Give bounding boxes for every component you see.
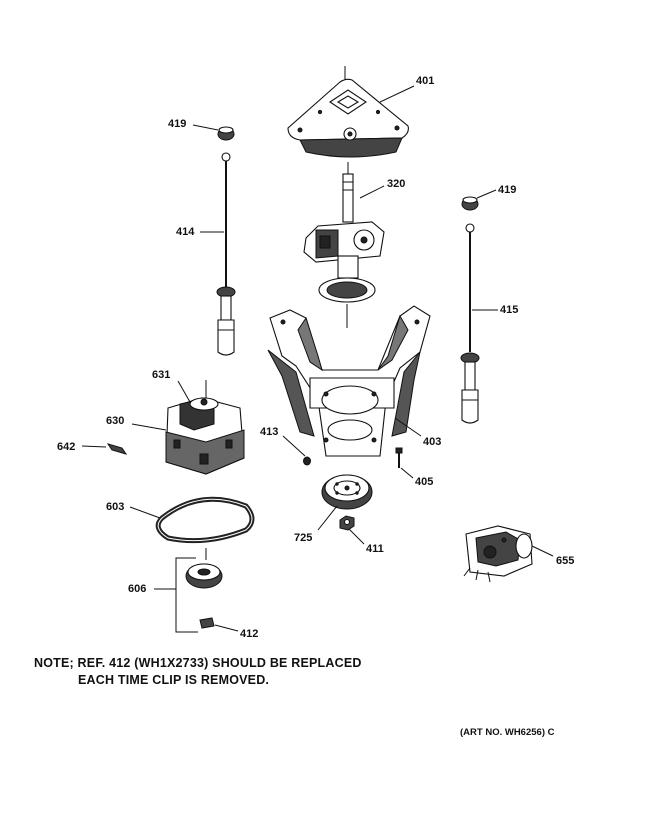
- callout-630: 630: [106, 415, 124, 427]
- part-655-pump: [463, 525, 533, 583]
- callout-606: 606: [128, 583, 146, 595]
- part-403-mounting-platform: [267, 305, 431, 457]
- callout-631: 631: [152, 369, 170, 381]
- part-411-nut: [339, 515, 355, 531]
- part-320-transmission: [303, 162, 385, 328]
- callout-603: 603: [106, 501, 124, 513]
- part-401-cover: [287, 66, 409, 158]
- part-412-clip: [199, 617, 215, 629]
- callout-642: 642: [57, 441, 75, 453]
- callout-415: 415: [500, 304, 518, 316]
- callout-419-left: 419: [168, 118, 186, 130]
- part-603-belt: [155, 496, 255, 544]
- callout-413: 413: [260, 426, 278, 438]
- callout-320: 320: [387, 178, 405, 190]
- part-642-clip: [106, 443, 128, 455]
- part-630-motor: [165, 380, 245, 475]
- replacement-note: NOTE; REF. 412 (WH1X2733) SHOULD BE REPL…: [34, 655, 362, 689]
- callout-655: 655: [556, 555, 574, 567]
- callout-419-right: 419: [498, 184, 516, 196]
- callout-725: 725: [294, 532, 312, 544]
- callout-401: 401: [416, 75, 434, 87]
- callout-403: 403: [423, 436, 441, 448]
- note-line-1: NOTE; REF. 412 (WH1X2733) SHOULD BE REPL…: [34, 656, 362, 670]
- callout-412: 412: [240, 628, 258, 640]
- part-405-bolt: [395, 447, 403, 468]
- note-line-2: EACH TIME CLIP IS REMOVED.: [78, 673, 270, 687]
- callout-405: 405: [415, 476, 433, 488]
- part-419-cap-left: [217, 126, 235, 141]
- part-414-suspension-rod: [216, 152, 236, 356]
- callout-411: 411: [366, 543, 384, 555]
- callout-414: 414: [176, 226, 195, 238]
- art-number: (ART NO. WH6256) C: [460, 727, 555, 738]
- part-419-cap-right: [461, 196, 479, 211]
- part-413-nut: [303, 456, 311, 466]
- part-606-drive-pulley: [175, 548, 223, 633]
- part-725-pulley: [321, 474, 373, 510]
- part-415-suspension-rod: [460, 223, 480, 424]
